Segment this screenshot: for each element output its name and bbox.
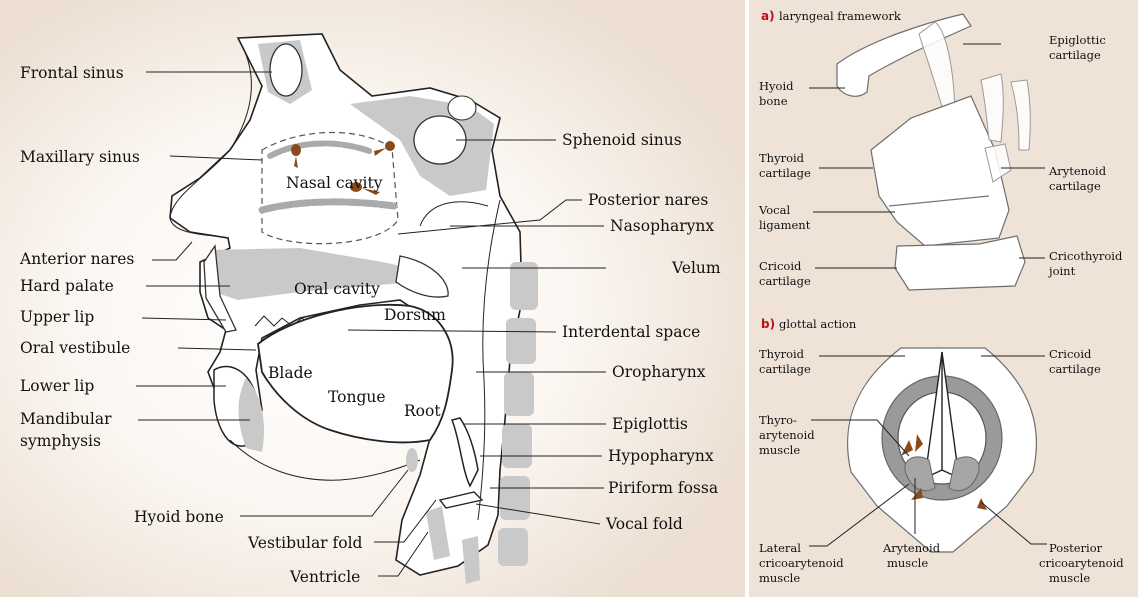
b-label-thyro-2: arytenoid xyxy=(759,428,815,442)
label-vocal-fold: Vocal fold xyxy=(605,515,683,533)
a-label-arytenoid-2: cartilage xyxy=(1049,179,1101,193)
b-label-lateral-2: cricoarytenoid xyxy=(759,556,844,570)
label-nasal-cavity: Nasal cavity xyxy=(286,174,383,192)
label-dorsum: Dorsum xyxy=(384,306,446,324)
label-piriform-fossa: Piriform fossa xyxy=(608,479,718,497)
sphenoid-cell xyxy=(448,96,476,120)
b-label-lateral-1: Lateral xyxy=(759,541,801,555)
a-label-epiglottic-2: cartilage xyxy=(1049,48,1101,62)
larynx-panel: a) laryngeal framework xyxy=(749,0,1138,597)
maxillary-ostium-dot xyxy=(291,144,301,156)
a-label-arytenoid-1: Arytenoid xyxy=(1048,164,1107,178)
frontal-sinus-cavity xyxy=(270,44,302,96)
a-label-hyoid-1: Hyoid xyxy=(759,79,794,93)
a-label-cricothyroid-1: Cricothyroid xyxy=(1049,249,1123,263)
larynx-diagram: a) laryngeal framework xyxy=(749,0,1138,597)
label-oropharynx: Oropharynx xyxy=(612,363,706,381)
b-label-thyroid-1: Thyroid xyxy=(759,347,805,361)
label-root: Root xyxy=(404,402,441,420)
label-epiglottis: Epiglottis xyxy=(612,415,688,433)
b-label-posterior-2: cricoarytenoid xyxy=(1039,556,1124,570)
label-hypopharynx: Hypopharynx xyxy=(608,447,714,465)
b-label-cricoid-2: cartilage xyxy=(1049,362,1101,376)
sphenoid-ostium-dot xyxy=(385,141,395,151)
label-sphenoid-sinus: Sphenoid sinus xyxy=(562,131,682,149)
b-label-arytenoid-1: Arytenoid xyxy=(882,541,941,555)
label-posterior-nares: Posterior nares xyxy=(588,191,708,209)
panel-a-letter: a) xyxy=(761,9,775,23)
b-label-lateral-3: muscle xyxy=(759,571,800,585)
label-velum: Velum xyxy=(671,259,721,277)
b-label-posterior-1: Posterior xyxy=(1049,541,1103,555)
panel-b-title: glottal action xyxy=(779,317,857,331)
a-label-hyoid-2: bone xyxy=(759,94,788,108)
label-mandibular-1: Mandibular xyxy=(20,410,112,428)
label-ventricle: Ventricle xyxy=(289,568,360,586)
b-label-posterior-3: muscle xyxy=(1049,571,1090,585)
a-label-cricoid-1: Cricoid xyxy=(759,259,802,273)
label-tongue: Tongue xyxy=(328,388,386,406)
b-label-cricoid-1: Cricoid xyxy=(1049,347,1092,361)
label-hyoid-bone: Hyoid bone xyxy=(134,508,224,526)
a-label-vocal-lig-2: ligament xyxy=(759,218,811,232)
b-label-thyro-3: muscle xyxy=(759,443,800,457)
panel-a-title: laryngeal framework xyxy=(779,9,902,23)
a-label-cricothyroid-2: joint xyxy=(1047,264,1076,278)
panel-b-letter: b) xyxy=(761,317,775,331)
b-label-arytenoid-2: muscle xyxy=(887,556,928,570)
label-vestibular-fold: Vestibular fold xyxy=(247,534,363,552)
hyoid-bone-shape xyxy=(406,448,418,472)
label-lower-lip: Lower lip xyxy=(20,377,94,395)
b-label-thyroid-2: cartilage xyxy=(759,362,811,376)
label-frontal-sinus: Frontal sinus xyxy=(20,64,124,82)
a-label-thyroid-1: Thyroid xyxy=(759,151,805,165)
label-upper-lip: Upper lip xyxy=(20,308,94,326)
label-blade: Blade xyxy=(268,364,313,382)
label-hard-palate: Hard palate xyxy=(20,277,114,295)
label-nasopharynx: Nasopharynx xyxy=(610,217,714,235)
label-maxillary-sinus: Maxillary sinus xyxy=(20,148,140,166)
label-anterior-nares: Anterior nares xyxy=(19,250,134,268)
label-oral-vestibule: Oral vestibule xyxy=(20,339,130,357)
a-label-cricoid-2: cartilage xyxy=(759,274,811,288)
sagittal-section-diagram: Frontal sinus Maxillary sinus Anterior n… xyxy=(0,0,745,597)
a-label-vocal-lig-1: Vocal xyxy=(758,203,790,217)
b-label-thyro-1: Thyro- xyxy=(759,413,797,427)
label-mandibular-2: symphysis xyxy=(20,432,101,450)
label-interdental-space: Interdental space xyxy=(562,323,700,341)
sagittal-section-panel: Frontal sinus Maxillary sinus Anterior n… xyxy=(0,0,745,597)
a-label-thyroid-2: cartilage xyxy=(759,166,811,180)
label-oral-cavity: Oral cavity xyxy=(294,280,380,298)
a-label-epiglottic-1: Epiglottic xyxy=(1049,33,1106,47)
